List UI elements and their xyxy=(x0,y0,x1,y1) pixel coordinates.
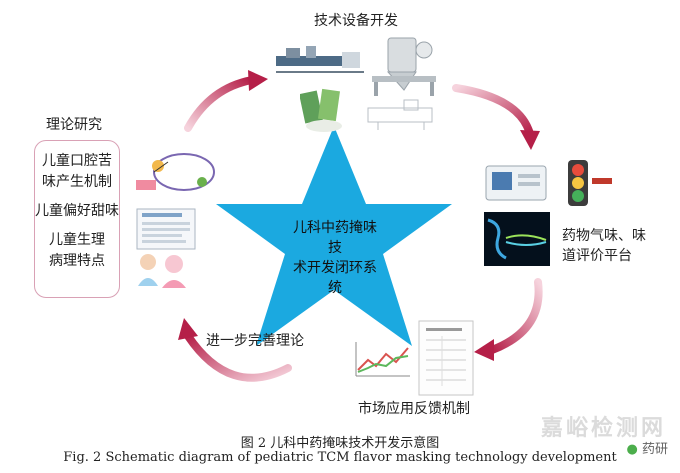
report-sheet-image xyxy=(418,320,474,396)
tech-label: 技术设备开发 xyxy=(314,13,398,29)
arrow-improve-to-theory xyxy=(178,318,292,382)
theory-box: 儿童口腔苦 味产生机制 儿童偏好甜味 儿童生理 病理特点 xyxy=(34,140,120,298)
machine-line-image xyxy=(364,96,440,132)
arrow-theory-to-tech xyxy=(184,70,268,132)
watermark-sub-text: 药研 xyxy=(641,442,668,457)
wechat-icon: ● xyxy=(626,442,638,457)
evaluation-label: 药物气味、味 道评价平台 xyxy=(562,228,646,264)
mechanism-image xyxy=(128,148,220,204)
caption-cn: 图 2 儿科中药掩味技术开发示意图 xyxy=(240,436,440,451)
improve-label: 进一步完善理论 xyxy=(206,333,304,349)
theory-title: 理论研究 xyxy=(46,117,102,133)
arrow-evaluation-to-market xyxy=(474,278,543,361)
watermark-sub: ● 药研 xyxy=(627,438,669,457)
smell-image xyxy=(484,212,550,266)
spray-dryer-image xyxy=(368,36,440,98)
theory-item-physiology: 儿童生理 病理特点 xyxy=(49,232,105,269)
center-label: 儿科中药掩味技 术开发闭环系统 xyxy=(293,220,377,296)
theory-item-sweet: 儿童偏好甜味 xyxy=(35,203,119,219)
etongue-image xyxy=(484,160,548,204)
traffic-light-image xyxy=(560,156,616,214)
caption-en: Fig. 2 Schematic diagram of pediatric TC… xyxy=(63,450,617,465)
arrow-tech-to-evaluation xyxy=(452,84,540,150)
document-image xyxy=(136,208,196,250)
children-image xyxy=(134,250,190,288)
market-label: 市场应用反馈机制 xyxy=(358,401,470,417)
extruder-image xyxy=(276,42,364,82)
theory-item-bitter: 儿童口腔苦 味产生机制 xyxy=(42,153,112,190)
packets-image xyxy=(300,86,346,134)
chart-sheet-image xyxy=(352,338,412,382)
star-shape xyxy=(216,126,452,346)
watermark-text: 嘉峪检测网 xyxy=(540,416,666,441)
